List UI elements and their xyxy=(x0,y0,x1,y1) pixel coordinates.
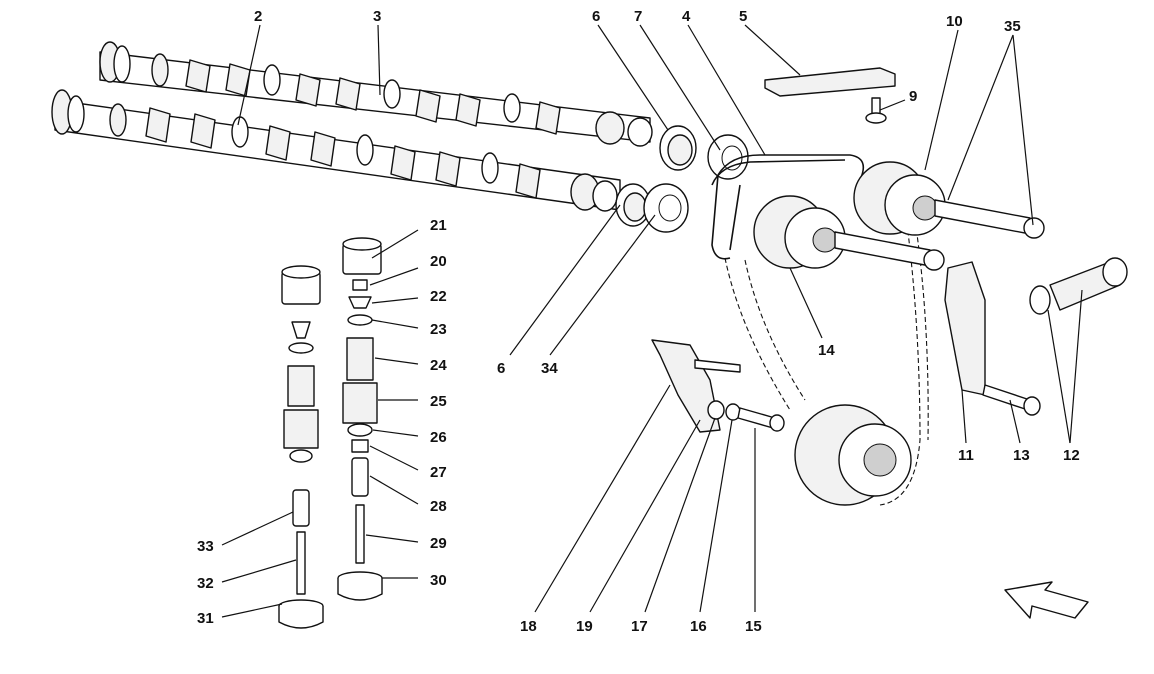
callout-10: 10 xyxy=(946,13,963,30)
callout-28: 28 xyxy=(430,498,447,515)
callout-13: 13 xyxy=(1013,447,1030,464)
leader-lines xyxy=(221,24,1083,618)
callout-16: 16 xyxy=(690,618,707,635)
callout-6b: 6 xyxy=(497,360,505,377)
arrow-icon xyxy=(1004,581,1089,619)
callout-26: 26 xyxy=(430,429,447,446)
callout-35: 35 xyxy=(1004,18,1021,35)
callout-27: 27 xyxy=(430,464,447,481)
callout-2: 2 xyxy=(254,8,262,25)
callout-31: 31 xyxy=(197,610,214,627)
callout-32: 32 xyxy=(197,575,214,592)
timing-chains xyxy=(711,154,929,506)
callout-14: 14 xyxy=(818,342,835,359)
tensioner-bolt xyxy=(982,384,1041,416)
hydraulic-tensioner xyxy=(1029,257,1128,315)
callout-19: 19 xyxy=(576,618,593,635)
intake-sprocket xyxy=(753,195,945,271)
callout-3: 3 xyxy=(373,8,381,25)
callout-labels: 2 3 6 7 4 5 10 35 9 21 20 22 23 24 25 26… xyxy=(197,8,1080,635)
slider-stud xyxy=(694,359,741,373)
callout-15: 15 xyxy=(745,618,762,635)
chain-slider xyxy=(651,339,721,433)
camshaft-seal-lower xyxy=(615,183,651,227)
callout-12: 12 xyxy=(1063,447,1080,464)
chain-guide-top xyxy=(764,67,896,97)
callout-33: 33 xyxy=(197,538,214,555)
callout-4: 4 xyxy=(682,8,691,25)
washer-17 xyxy=(707,400,725,420)
valve-train-left xyxy=(278,265,324,629)
callout-25: 25 xyxy=(430,393,447,410)
callout-24: 24 xyxy=(430,357,447,374)
callout-34: 34 xyxy=(541,360,558,377)
callout-23: 23 xyxy=(430,321,447,338)
valve-train-right xyxy=(337,237,383,601)
callout-17: 17 xyxy=(631,618,648,635)
exhaust-sprocket xyxy=(853,161,1045,239)
slider-bolt xyxy=(737,407,785,432)
callout-7: 7 xyxy=(634,8,642,25)
callout-5: 5 xyxy=(739,8,747,25)
camshaft-seal-upper xyxy=(659,125,697,171)
callout-6: 6 xyxy=(592,8,600,25)
guide-bolt xyxy=(865,97,887,124)
upper-camshaft xyxy=(99,41,653,147)
lower-camshaft xyxy=(51,89,621,212)
callout-29: 29 xyxy=(430,535,447,552)
chain-tensioner-guide xyxy=(944,261,986,396)
callout-18: 18 xyxy=(520,618,537,635)
crankshaft-sprocket xyxy=(794,404,912,506)
callout-11: 11 xyxy=(958,447,974,464)
callout-9: 9 xyxy=(909,88,917,105)
callout-20: 20 xyxy=(430,253,447,270)
callout-30: 30 xyxy=(430,572,447,589)
callout-21: 21 xyxy=(430,217,447,234)
camshaft-bearing-lower xyxy=(643,183,689,233)
callout-22: 22 xyxy=(430,288,447,305)
